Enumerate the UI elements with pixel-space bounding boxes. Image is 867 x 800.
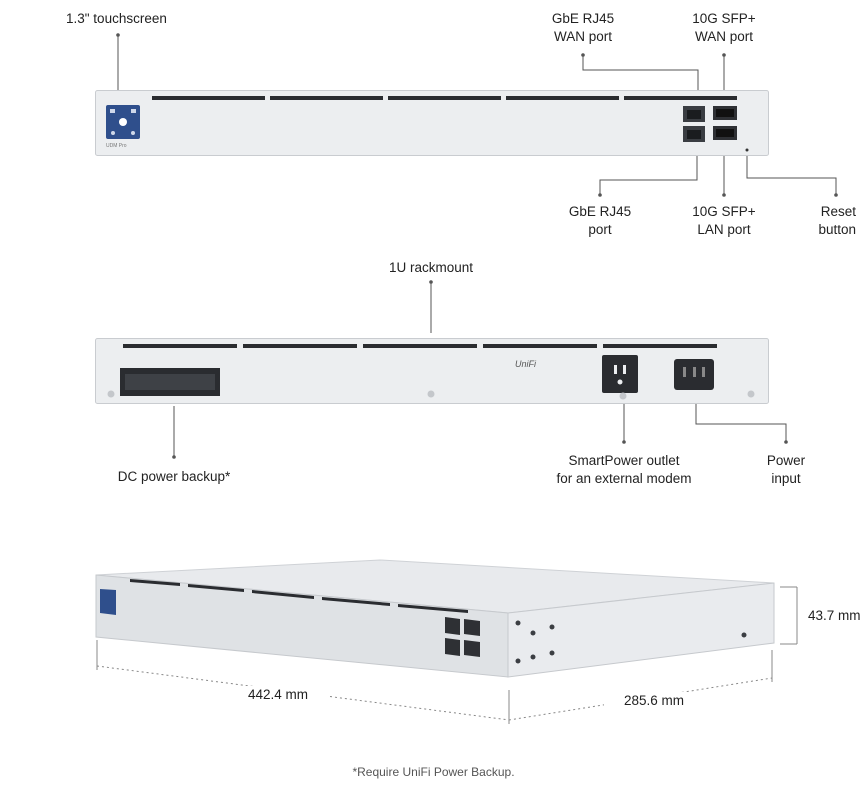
rear-view-device (95, 338, 769, 404)
touchscreen-display (106, 105, 140, 139)
label-gbe-wan-port: GbE RJ45 WAN port (551, 11, 615, 44)
dc-backup-connector (120, 368, 220, 396)
label-smartpower-outlet: SmartPower outlet for an external modem (556, 453, 692, 486)
label-gbe-port: GbE RJ45 port (568, 204, 632, 237)
front-unit-logo: UDM Pro (106, 143, 127, 149)
label-touchscreen: 1.3" touchscreen (66, 11, 167, 26)
rear-brand-logo: UniFi (515, 359, 537, 369)
perspective-view-device (95, 559, 775, 678)
label-power-input: Power input (766, 453, 806, 486)
smartpower-outlet (602, 355, 638, 393)
label-sfp-lan-port: 10G SFP+ LAN port (692, 204, 756, 237)
label-sfp-wan-port: 10G SFP+ WAN port (692, 11, 756, 44)
label-reset-button: Reset button (818, 204, 856, 237)
label-dc-power-backup: DC power backup* (117, 469, 231, 484)
front-ports (683, 106, 737, 142)
dimension-width: 442.4 mm (228, 686, 328, 704)
front-view-device (95, 90, 769, 156)
dimension-height: 43.7 mm (808, 608, 861, 623)
power-input-socket (674, 359, 714, 390)
footnote: *Require UniFi Power Backup. (352, 765, 515, 779)
label-1u-rackmount: 1U rackmount (388, 260, 474, 275)
dimension-depth: 285.6 mm (604, 692, 704, 710)
